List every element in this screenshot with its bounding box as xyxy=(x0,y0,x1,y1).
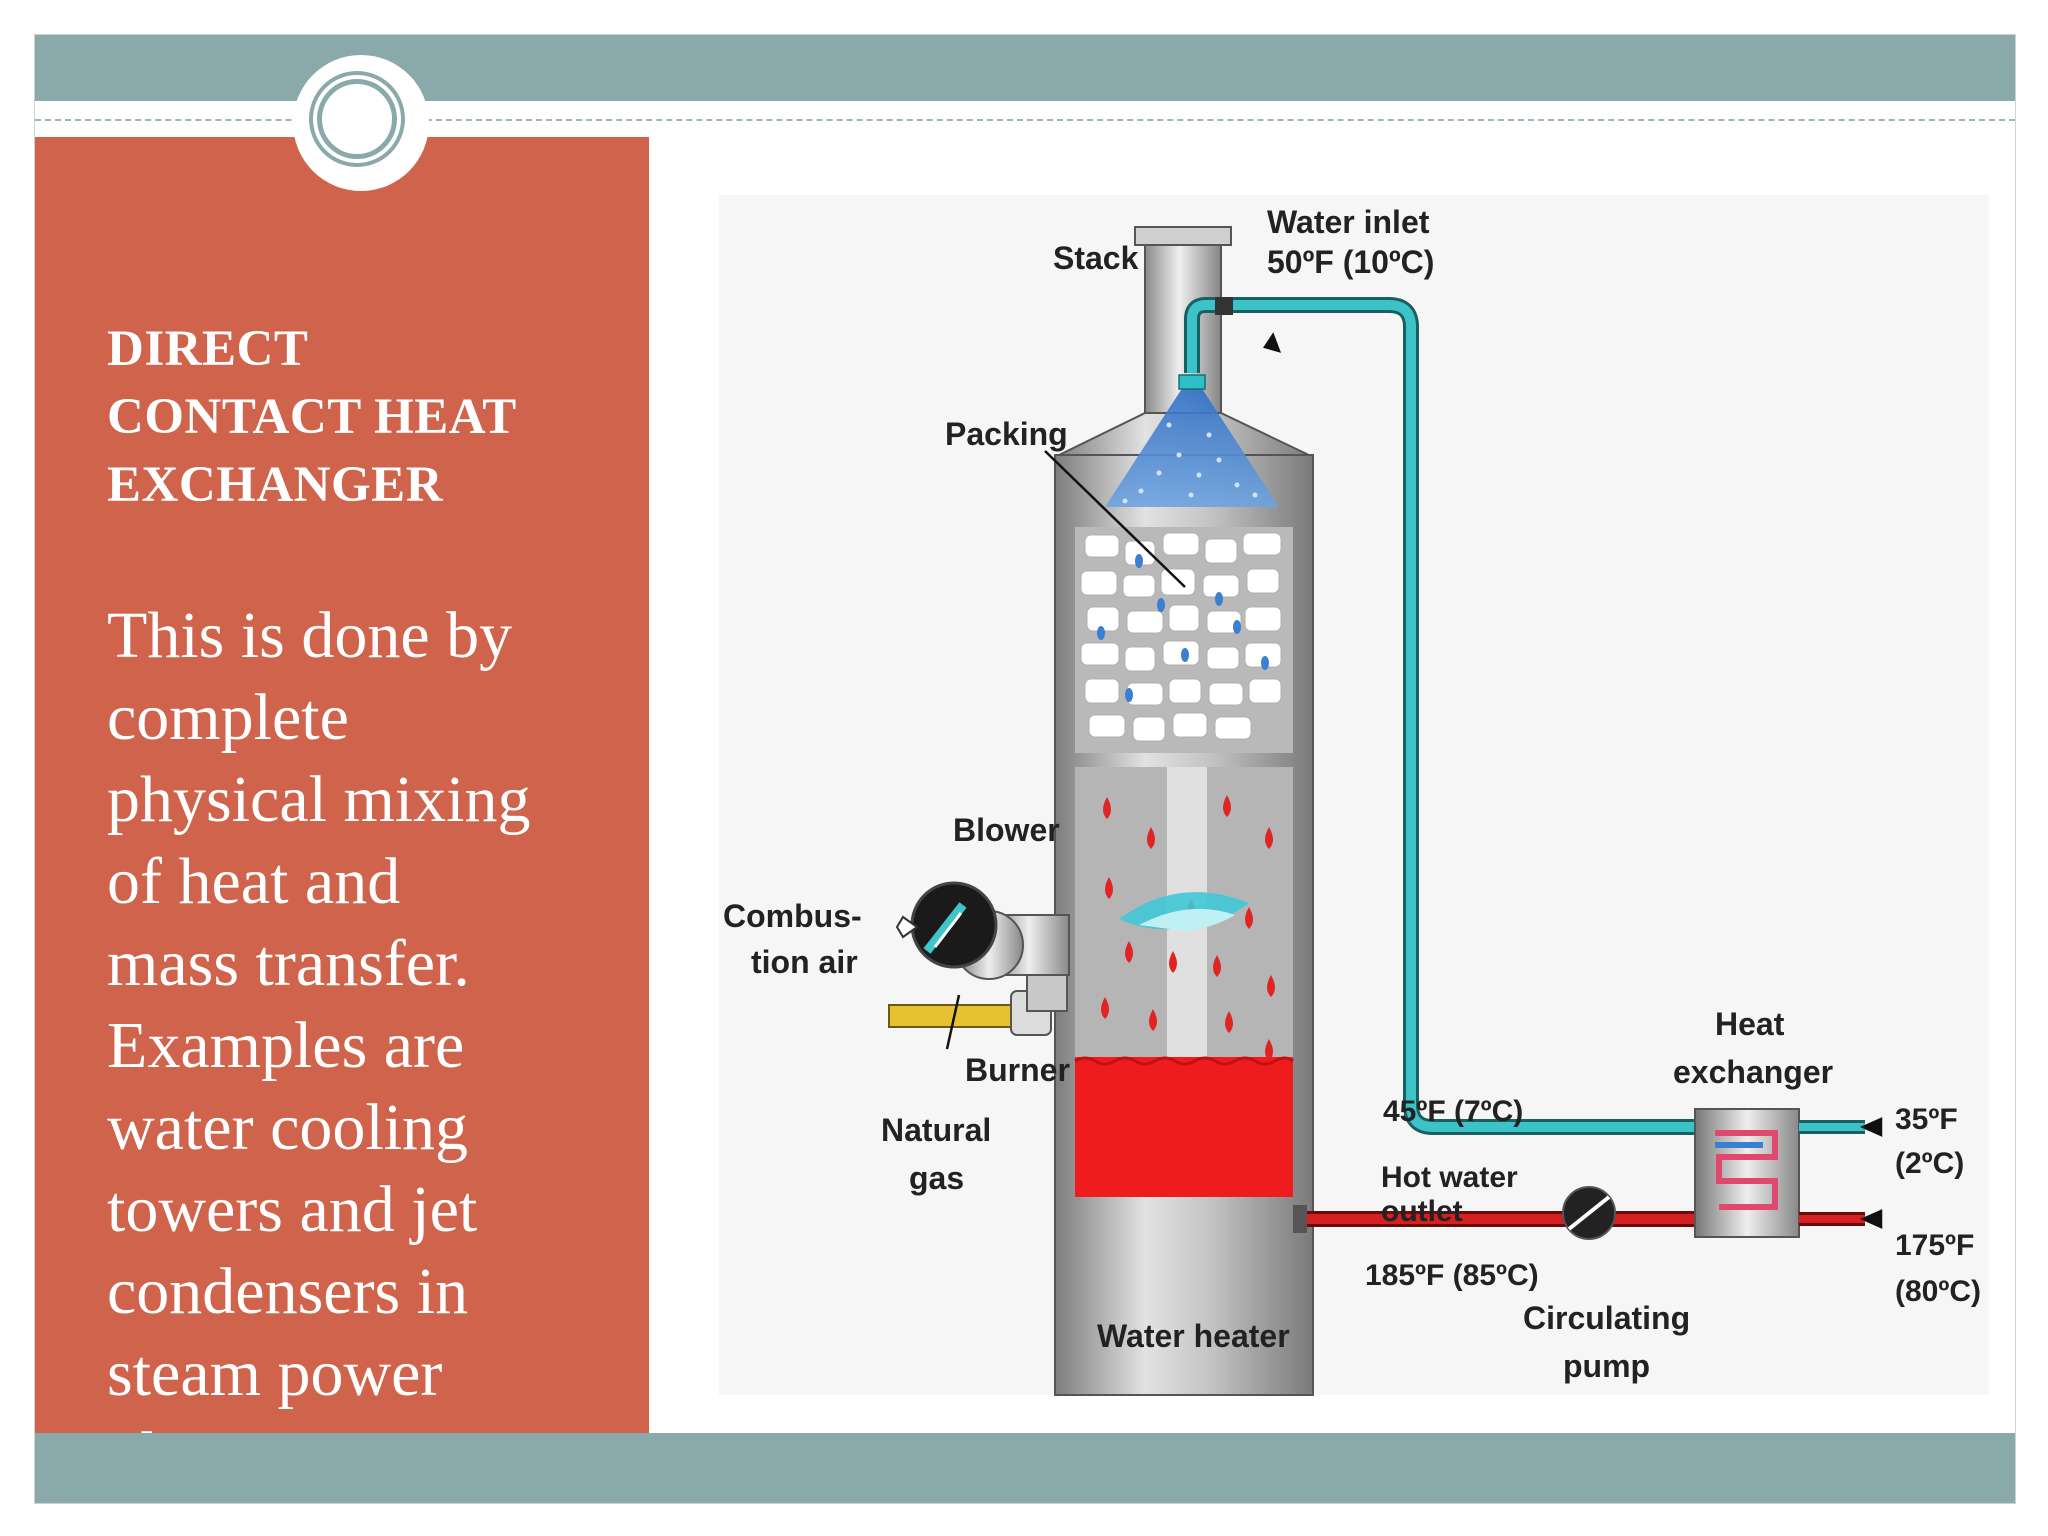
packing xyxy=(1075,527,1293,753)
circulating-pump-icon xyxy=(1562,1186,1616,1240)
slide-title: DIRECT CONTACT HEAT EXCHANGER xyxy=(107,315,627,519)
label-circulating-pump-2: pump xyxy=(1563,1348,1650,1384)
label-hot-water-outlet-1: Hot water xyxy=(1381,1161,1518,1194)
label-circulating-pump-1: Circulating xyxy=(1523,1300,1690,1336)
label-temp-175-2: (80ºC) xyxy=(1895,1275,1981,1308)
label-temp-35-2: (2ºC) xyxy=(1895,1147,1964,1180)
body-line: physical mixing xyxy=(107,763,531,836)
slide-body: This is done by complete physical mixing… xyxy=(107,595,627,1497)
body-line: of heat and xyxy=(107,845,401,918)
label-water-inlet-temp: 50ºF (10ºC) xyxy=(1267,244,1434,280)
dashed-divider xyxy=(35,119,2015,121)
label-temp-35-1: 35ºF xyxy=(1895,1103,1958,1136)
combustion-zone xyxy=(1075,767,1293,1061)
leader-lines xyxy=(945,332,1883,1229)
heat-exchanger-diagram: Stack Water inlet 50ºF (10ºC) Packing Bl… xyxy=(719,195,1989,1396)
spray-cone xyxy=(1105,374,1279,507)
label-heat-exchanger-1: Heat xyxy=(1715,1006,1785,1042)
body-line: complete xyxy=(107,681,349,754)
label-heat-exchanger-2: exchanger xyxy=(1673,1054,1833,1090)
label-blower: Blower xyxy=(953,812,1060,848)
label-burner: Burner xyxy=(965,1052,1070,1088)
body-line: towers and jet xyxy=(107,1173,478,1246)
body-line: This is done by xyxy=(107,599,513,672)
label-water-heater: Water heater xyxy=(1097,1318,1290,1354)
label-water-inlet: Water inlet xyxy=(1267,204,1430,240)
label-packing: Packing xyxy=(945,416,1068,452)
left-text-panel: DIRECT CONTACT HEAT EXCHANGER This is do… xyxy=(35,137,649,1492)
label-combustion-air-1: Combus- xyxy=(723,898,862,934)
body-line: Examples are xyxy=(107,1009,465,1082)
label-temp-185: 185ºF (85ºC) xyxy=(1365,1259,1539,1292)
hot-water-level xyxy=(1075,1057,1293,1197)
label-natural-gas-2: gas xyxy=(909,1160,964,1196)
label-stack: Stack xyxy=(1053,240,1139,276)
title-line: DIRECT xyxy=(107,321,309,377)
inlet-valve-icon xyxy=(1215,297,1233,315)
natural-gas-pipe xyxy=(888,974,1068,1036)
heat-exchanger-unit xyxy=(1694,1108,1865,1238)
body-line: steam power xyxy=(107,1337,443,1410)
body-line: mass transfer. xyxy=(107,927,470,1000)
slide: DIRECT CONTACT HEAT EXCHANGER This is do… xyxy=(34,34,2016,1504)
body-line: condensers in xyxy=(107,1255,469,1328)
label-temp-175-1: 175ºF xyxy=(1895,1229,1974,1262)
bottom-bar xyxy=(35,1433,2015,1503)
label-combustion-air-2: tion air xyxy=(751,944,858,980)
title-line: CONTACT HEAT xyxy=(107,389,517,445)
body-line: water cooling xyxy=(107,1091,469,1164)
label-natural-gas-1: Natural xyxy=(881,1112,991,1148)
title-line: EXCHANGER xyxy=(107,457,444,513)
label-hot-water-outlet-2: outlet xyxy=(1381,1195,1463,1228)
label-temp-45: 45ºF (7ºC) xyxy=(1383,1095,1523,1128)
blower xyxy=(895,881,1070,980)
circle-ornament-icon xyxy=(293,55,429,191)
